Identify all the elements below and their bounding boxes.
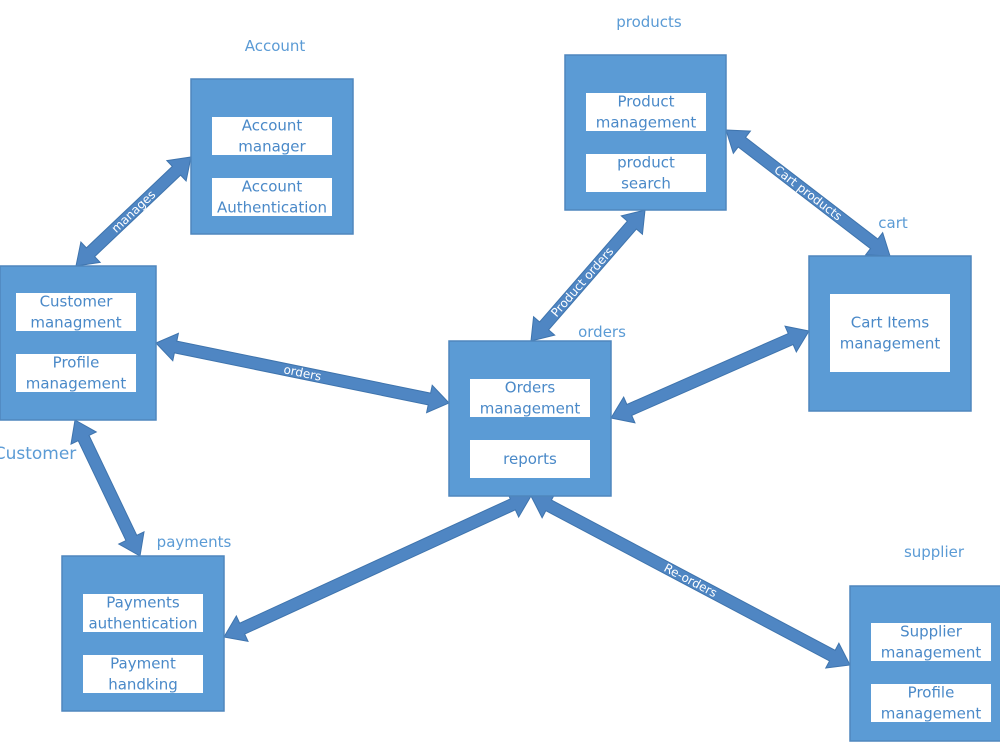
cart-item-0: Cart Items management: [830, 294, 950, 372]
cart-item-0-line-1: management: [840, 335, 941, 353]
orders-cart-arrow: [610, 325, 810, 424]
products-item-0-line-1: management: [596, 114, 697, 132]
payments-item-1: Payment handking: [83, 655, 203, 694]
products-cart-label: Cart products: [771, 163, 844, 224]
products-item-1-line-1: search: [621, 175, 671, 193]
customer-item-1: Profile management: [16, 354, 136, 393]
account-item-0-line-1: manager: [238, 138, 306, 156]
customer-item-0-line-1: managment: [30, 314, 121, 332]
payments-item-0-line-1: authentication: [88, 615, 197, 633]
customer-payments-arrow: [70, 419, 145, 557]
payments-item-0: Payments authentication: [83, 594, 203, 633]
cart-title: cart: [878, 214, 908, 232]
supplier-item-1-line-0: Profile: [908, 684, 955, 702]
orders-item-0: Orders management: [470, 379, 590, 418]
customer-item-1-line-0: Profile: [53, 354, 100, 372]
orders-item-1-line-0: reports: [503, 450, 557, 468]
customer-item-0-line-0: Customer: [40, 293, 114, 311]
products-item-0-line-0: Product: [618, 93, 675, 111]
supplier-item-0-line-1: management: [881, 644, 982, 662]
payments-item-1-line-0: Payment: [110, 655, 176, 673]
cart-item-0-line-0: Cart Items: [851, 314, 930, 332]
products-item-1-line-0: product: [617, 154, 675, 172]
account-item-1-line-1: Authentication: [217, 199, 327, 217]
orders-item-0-line-1: management: [480, 400, 581, 418]
customer-item-0: Customer managment: [16, 293, 136, 332]
payments-item-0-line-0: Payments: [106, 594, 180, 612]
orders-title: orders: [578, 323, 626, 341]
customer-account-label: manages: [109, 187, 159, 235]
account-item-0: Account manager: [212, 117, 332, 156]
account-title: Account: [245, 37, 306, 55]
products-item-0: Product management: [586, 93, 706, 132]
payments-title: payments: [157, 533, 232, 551]
supplier-item-1: Profile management: [871, 684, 991, 723]
orders-products-label: Product orders: [548, 244, 616, 319]
orders-item-0-line-0: Orders: [505, 379, 556, 397]
account-item-1-line-0: Account: [242, 178, 303, 196]
account-item-0-line-0: Account: [242, 117, 303, 135]
products-item-1: product search: [586, 154, 706, 193]
customer-title: Customer: [0, 444, 76, 464]
customer-item-1-line-1: management: [26, 375, 127, 393]
supplier-item-0: Supplier management: [871, 623, 991, 662]
supplier-item-1-line-1: management: [881, 705, 982, 723]
products-module: Product management product search: [564, 54, 727, 211]
orders-payments-arrow: [223, 490, 532, 643]
payments-item-1-line-1: handking: [108, 676, 178, 694]
supplier-title: supplier: [904, 543, 965, 561]
orders-supplier-label: Re-orders: [662, 561, 720, 601]
customer-orders-label: orders: [282, 362, 322, 383]
orders-module: Orders management reports: [448, 340, 612, 497]
supplier-item-0-line-0: Supplier: [900, 623, 963, 641]
cart-module: Cart Items management: [808, 255, 972, 412]
products-title: products: [616, 13, 682, 31]
orders-item-1: reports: [470, 440, 590, 478]
